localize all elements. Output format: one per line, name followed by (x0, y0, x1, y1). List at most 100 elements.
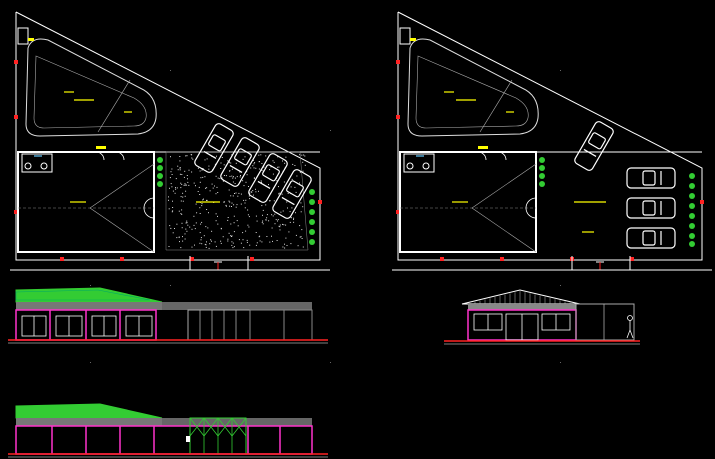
gravel-dot (186, 220, 188, 222)
gravel-dot (245, 181, 247, 183)
gravel-dot (243, 199, 245, 201)
gravel-dot (240, 175, 241, 176)
car (194, 123, 234, 173)
gravel-dot (279, 229, 281, 231)
gravel-dot (191, 228, 193, 230)
gravel-dot (186, 175, 188, 176)
gravel-dot (280, 211, 282, 213)
gravel-dot (243, 185, 245, 187)
gravel-dot (223, 201, 225, 203)
gravel-dot (199, 213, 201, 214)
gravel-dot (178, 210, 180, 212)
gravel-dot (252, 165, 254, 167)
gravel-dot (262, 214, 263, 216)
gravel-dot (201, 205, 203, 207)
gravel-dot (232, 177, 234, 179)
gravel-dot (182, 240, 184, 242)
gravel-dot (200, 237, 202, 239)
fascia (162, 418, 312, 426)
restroom (21, 153, 53, 173)
gravel-dot (176, 223, 178, 225)
gravel-dot (261, 163, 263, 164)
hedge-row (539, 157, 695, 247)
gravel-dot (262, 209, 264, 211)
gravel-dot (184, 233, 186, 235)
gravel-dot (233, 215, 235, 217)
gravel-dot (220, 242, 222, 244)
gravel-dot (265, 219, 267, 221)
gravel-dot (247, 209, 249, 211)
gravel-dot (230, 235, 232, 237)
gravel-dot (182, 200, 184, 202)
gravel-dot (204, 176, 206, 178)
gravel-dot (182, 236, 183, 238)
facade (15, 425, 313, 455)
gravel-dot (211, 183, 213, 185)
gravel-dot (180, 247, 182, 249)
gravel-dot (272, 240, 273, 242)
toilet-fixture (422, 162, 430, 170)
gravel-dot (199, 207, 201, 209)
gravel-dot (233, 176, 234, 178)
gravel-dot (229, 205, 231, 207)
door-swing (95, 151, 105, 161)
columns (51, 426, 281, 454)
gravel-dot (217, 192, 219, 193)
gravel-dot (181, 227, 183, 229)
gravel-dot (278, 192, 280, 194)
gravel-dot (240, 203, 242, 205)
gravel-dot (185, 184, 187, 186)
gravel-dot (274, 213, 276, 215)
gravel-dot (227, 217, 229, 218)
gravel-dot (179, 241, 180, 243)
gravel-dot (203, 235, 205, 237)
gravel-dot (299, 154, 301, 156)
gravel-dot (215, 193, 217, 195)
gravel-dot (206, 199, 208, 201)
gravel-dot (304, 164, 306, 166)
gravel-dot (201, 203, 203, 205)
gravel-dot (302, 170, 304, 172)
car (272, 169, 312, 219)
gravel-dot (209, 243, 211, 245)
gravel-dot (186, 230, 188, 232)
gravel-dot (211, 240, 212, 242)
gravel-dot (249, 154, 251, 156)
gravel-dot (248, 226, 250, 228)
roof-hip-line (471, 207, 537, 253)
gravel-dot (231, 202, 233, 204)
gravel-dot (223, 164, 225, 166)
gravel-dot (255, 215, 257, 217)
gravel-dot (289, 211, 291, 213)
gravel-dot (244, 207, 246, 209)
car (248, 153, 288, 203)
gravel-dot (220, 240, 222, 242)
gravel-dot (217, 177, 219, 179)
gravel-dot (174, 228, 175, 229)
gate-symbol (399, 27, 411, 45)
gravel-dot (265, 204, 267, 206)
gravel-dot (181, 209, 183, 211)
fascia (16, 302, 162, 310)
gravel-dot (180, 182, 182, 184)
gravel-dot (229, 170, 230, 172)
gravel-dot (212, 187, 214, 189)
garden-bed-inner (33, 55, 147, 129)
gravel-dot (250, 167, 252, 169)
gravel-dot (232, 181, 234, 183)
gravel-dot (248, 216, 250, 218)
gravel-dot (282, 246, 284, 248)
gravel-dot (209, 190, 211, 192)
gravel-dot (285, 224, 287, 226)
gravel-dot (242, 158, 244, 160)
gravel-dot (284, 243, 285, 245)
garden-bed (407, 38, 539, 137)
gravel-dot (284, 162, 286, 164)
gravel-dot (215, 245, 217, 247)
gravel-dot (186, 155, 188, 157)
gravel-dot (240, 193, 242, 195)
gravel-dot (169, 187, 170, 189)
gravel-dot (274, 223, 276, 225)
gravel-dot (168, 199, 169, 201)
